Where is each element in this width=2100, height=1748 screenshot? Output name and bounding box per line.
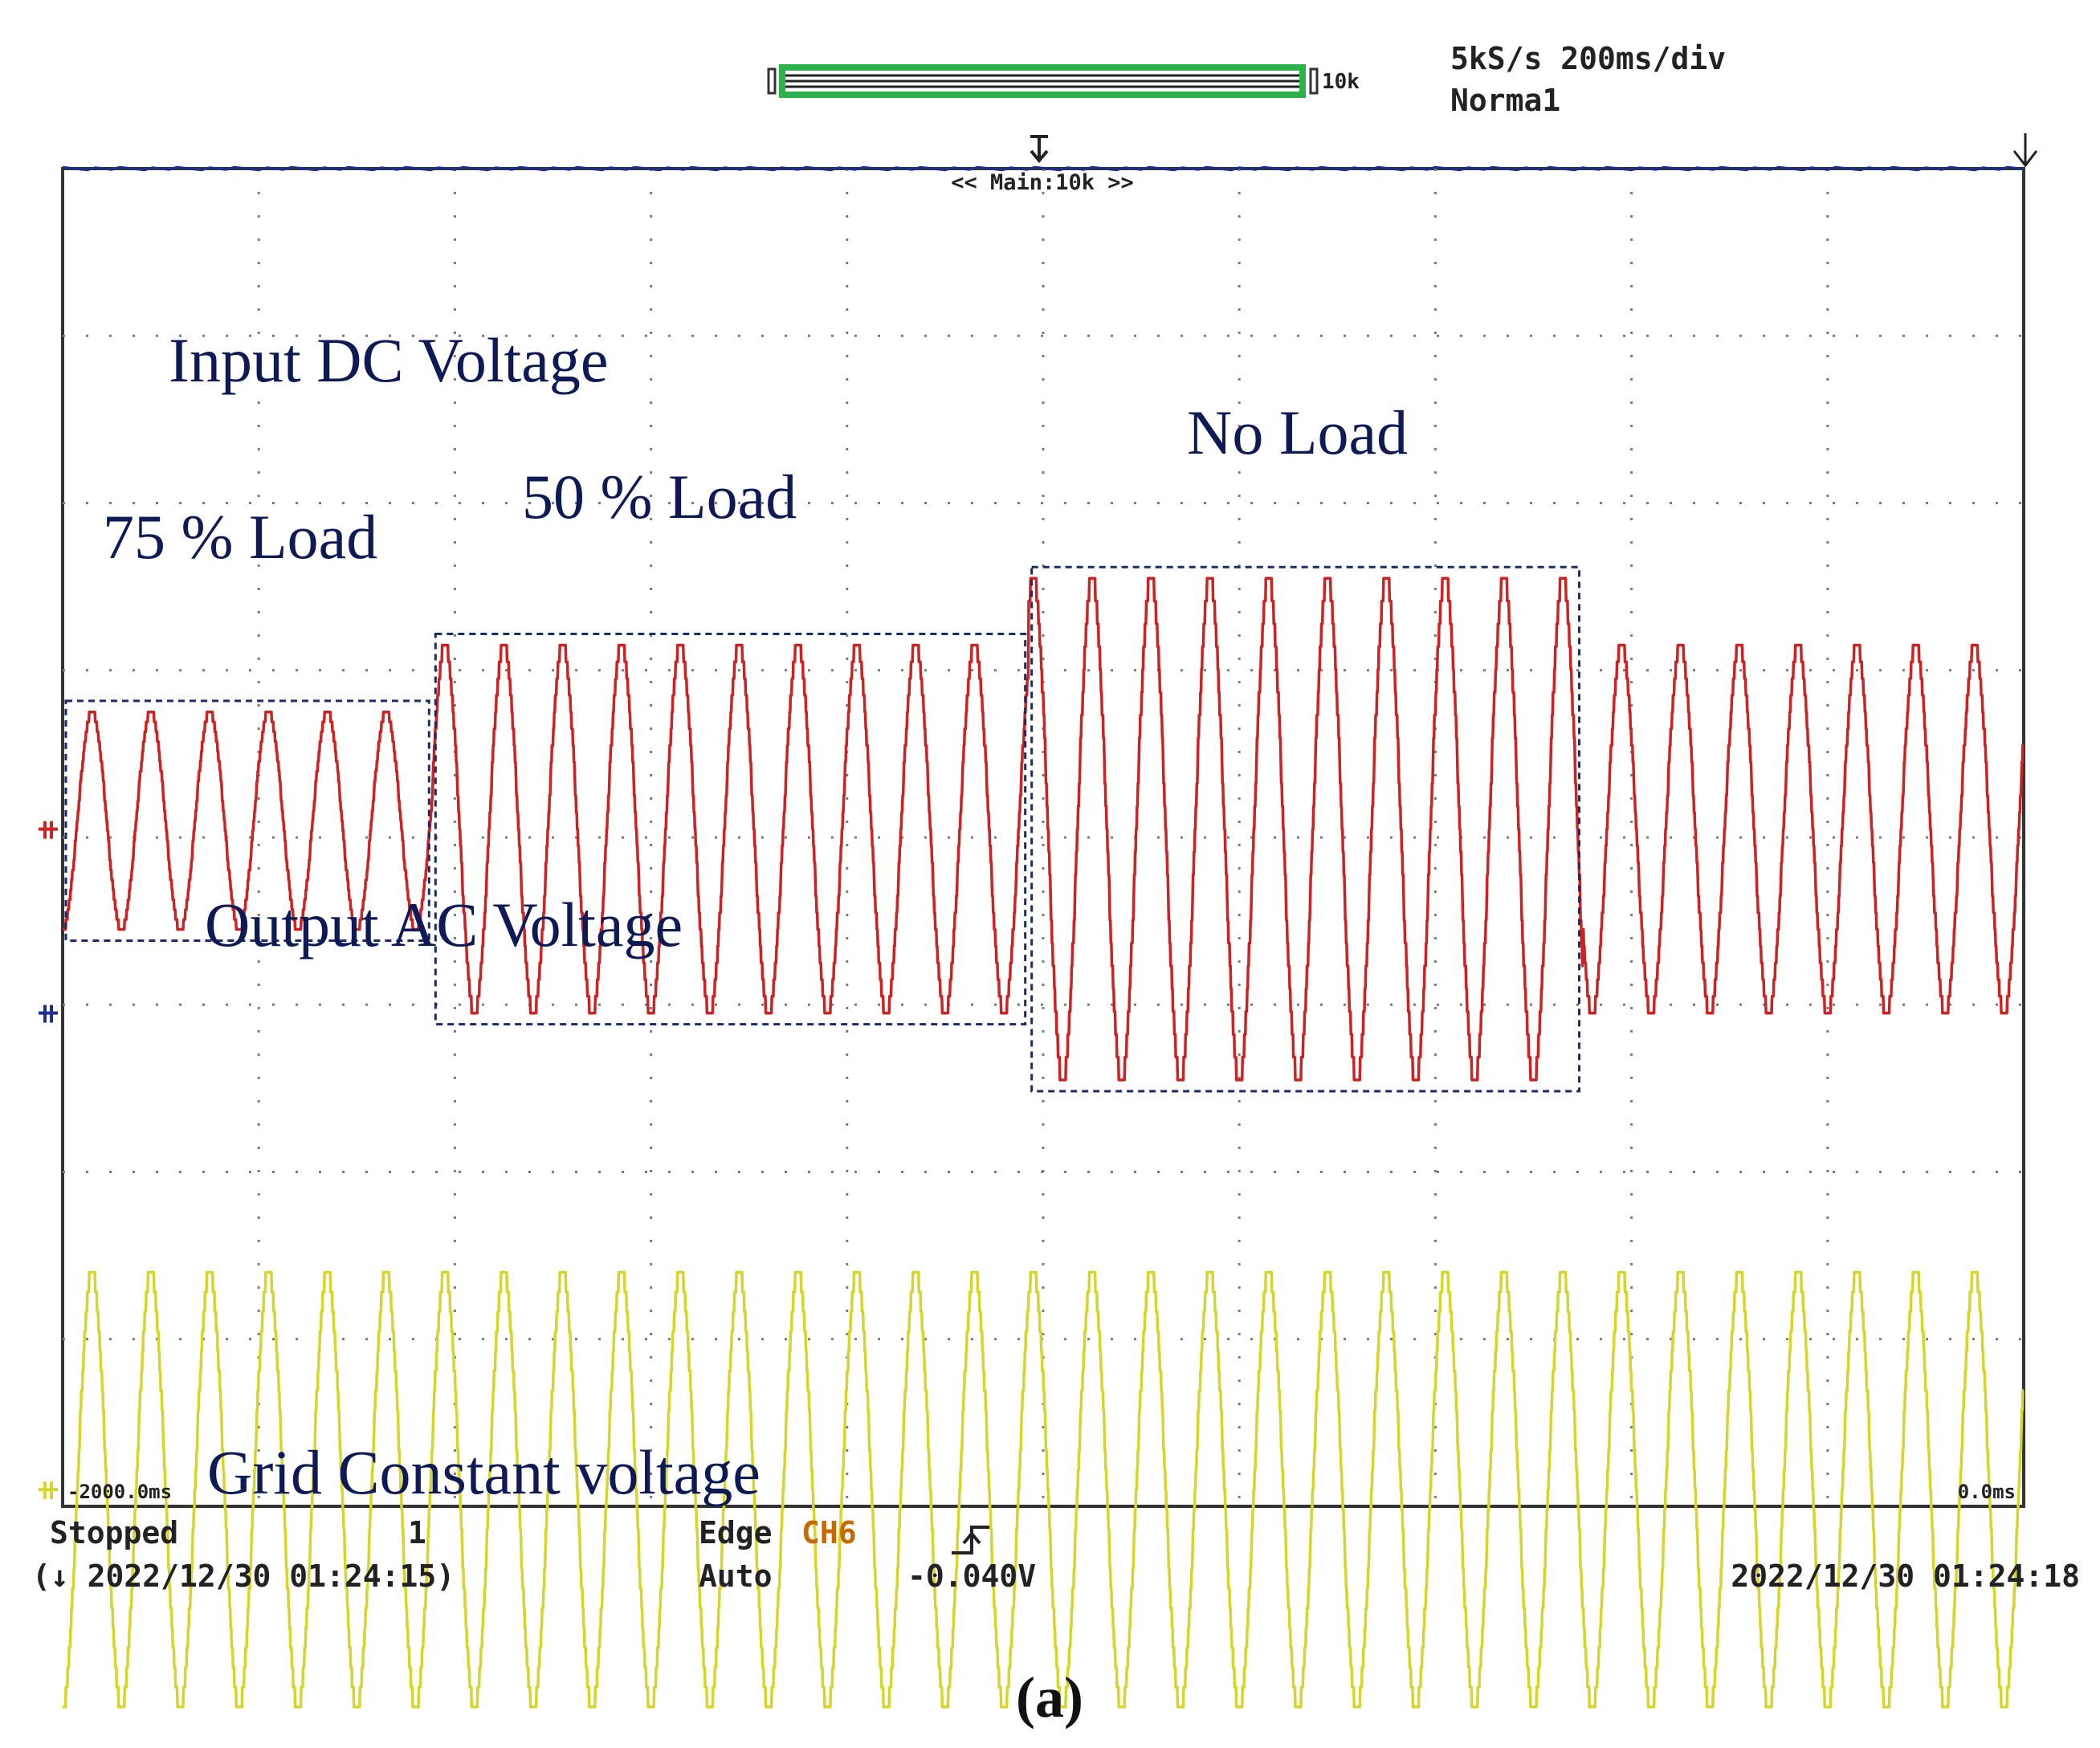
load-box-0	[64, 699, 430, 943]
trace-0	[62, 165, 2025, 172]
label-output-ac-voltage: Output AC Voltage	[205, 890, 683, 960]
acq-status: Stopped	[50, 1515, 178, 1550]
trace-1	[61, 577, 2025, 1082]
label-grid-constant-voltage: Grid Constant voltage	[207, 1437, 760, 1507]
load-box-1	[434, 633, 1027, 1026]
channel-marker-1	[39, 1004, 58, 1023]
trace-2	[61, 1270, 2025, 1709]
trigger-acq-mode: Auto	[699, 1559, 773, 1594]
rising-edge-icon	[952, 1526, 989, 1554]
trigger-channel: CH6	[801, 1515, 857, 1550]
trigger-type: Edge	[699, 1515, 773, 1550]
graticule	[63, 169, 2024, 1506]
acq-count: 1	[408, 1515, 426, 1550]
trigger-point-arrow-icon	[2012, 133, 2038, 168]
start-timestamp: (↓ 2022/12/30 01:24:15)	[32, 1559, 455, 1594]
label-input-dc-voltage: Input DC Voltage	[169, 325, 608, 395]
load-box-2	[1030, 565, 1581, 1093]
channel-marker-0	[39, 821, 58, 839]
time-label-right: 0.0ms	[1958, 1481, 2016, 1503]
record-bar-left-cap	[767, 67, 777, 95]
record-bar-right-cap	[1309, 67, 1319, 95]
end-timestamp: 2022/12/30 01:24:18	[1731, 1559, 2080, 1594]
record-length-bar	[767, 64, 1319, 98]
zoom-label: << Main:10k >>	[951, 170, 1134, 195]
sample-rate-label: 5kS/s 200ms/div	[1450, 41, 1726, 76]
trigger-level: -0.040V	[907, 1559, 1036, 1594]
record-length-label: 10k	[1322, 70, 1360, 94]
figure-caption: (a)	[1016, 1665, 1083, 1730]
label-50-load: 50 % Load	[522, 462, 797, 532]
load-annotation-boxes	[64, 565, 1581, 1093]
trigger-mode-label: Norma1	[1450, 83, 1560, 118]
label-no-load: No Load	[1187, 397, 1408, 467]
channel-marker-2	[39, 1481, 58, 1500]
waveform-traces	[61, 165, 2025, 1709]
time-label-left: -2000.0ms	[67, 1481, 172, 1503]
trigger-position-icon	[1030, 135, 1049, 164]
label-75-load: 75 % Load	[103, 502, 377, 572]
channel-ground-markers	[39, 821, 58, 1500]
